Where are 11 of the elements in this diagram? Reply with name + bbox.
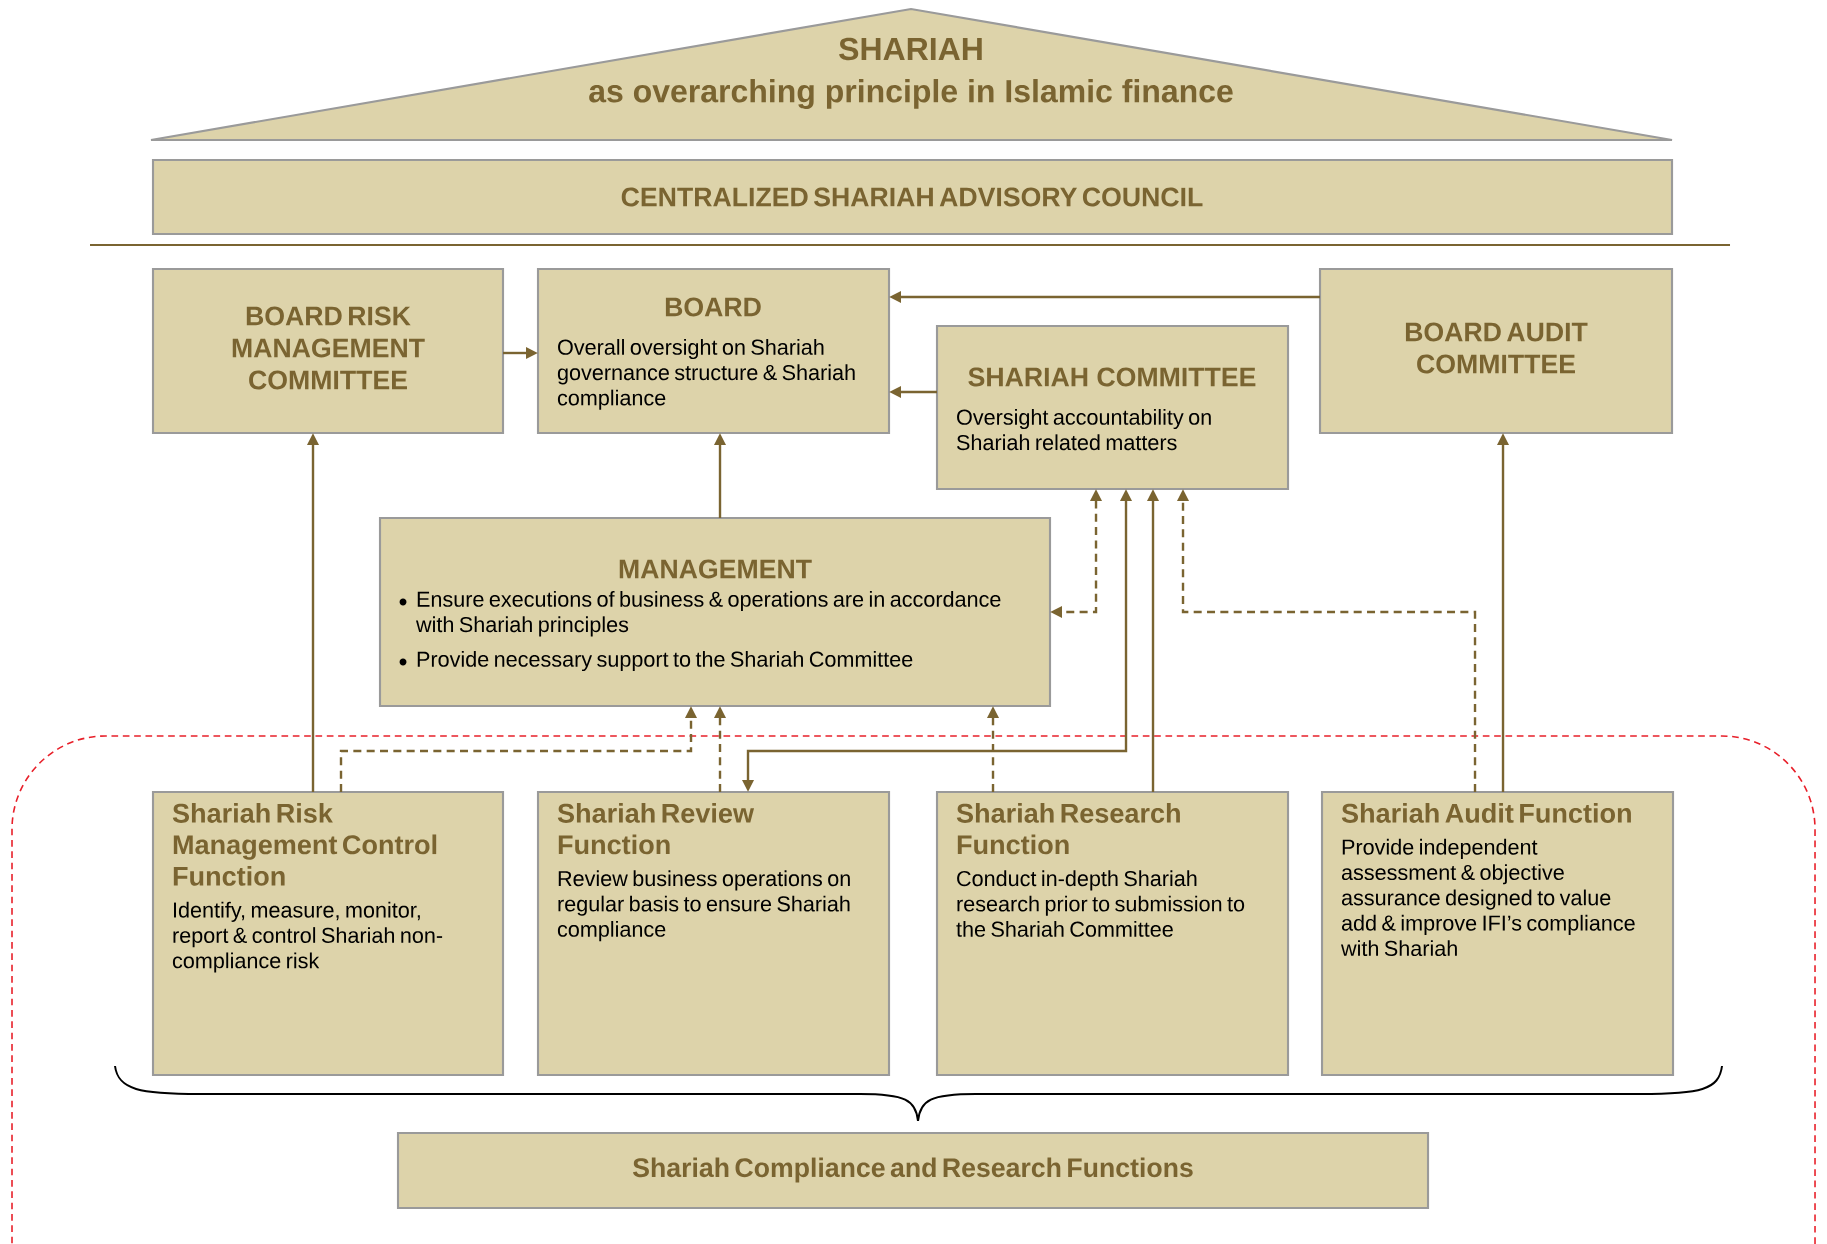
banner-box: Shariah Compliance and Research Functions bbox=[396, 1131, 1430, 1210]
function-box: Shariah Research Function Conduct in-depth Shariah research prior to submission to the Shariah Committee bbox=[935, 790, 1290, 1077]
banner-box: CENTRALIZED SHARIAH ADVISORY COUNCIL bbox=[151, 158, 1674, 236]
committee-box: BOARD AUDIT COMMITTEE bbox=[1318, 267, 1674, 435]
function-box: Shariah Review Function Review business operations on regular basis to ensure Shariah compliance bbox=[536, 790, 891, 1077]
management-box: MANAGEMENT Ensure executions of business & operations are in accordance with Shariah principles Provide necessary support to the Shariah Committee bbox=[378, 516, 1052, 708]
committee-box: SHARIAH COMMITTEE Oversight accountability on Shariah related matters bbox=[935, 324, 1290, 491]
function-box: Shariah Risk Management Control Function Identify, measure, monitor, report & control Shariah non-compliance risk bbox=[151, 790, 505, 1077]
committee-box: BOARD Overall oversight on Shariah governance structure & Shariah compliance bbox=[536, 267, 891, 435]
committee-box: BOARD RISK MANAGEMENT COMMITTEE bbox=[151, 267, 505, 435]
function-box: Shariah Audit Function Provide independent assessment & objective assurance designed to value add & improve IFI’s compliance with Shariah bbox=[1320, 790, 1675, 1077]
